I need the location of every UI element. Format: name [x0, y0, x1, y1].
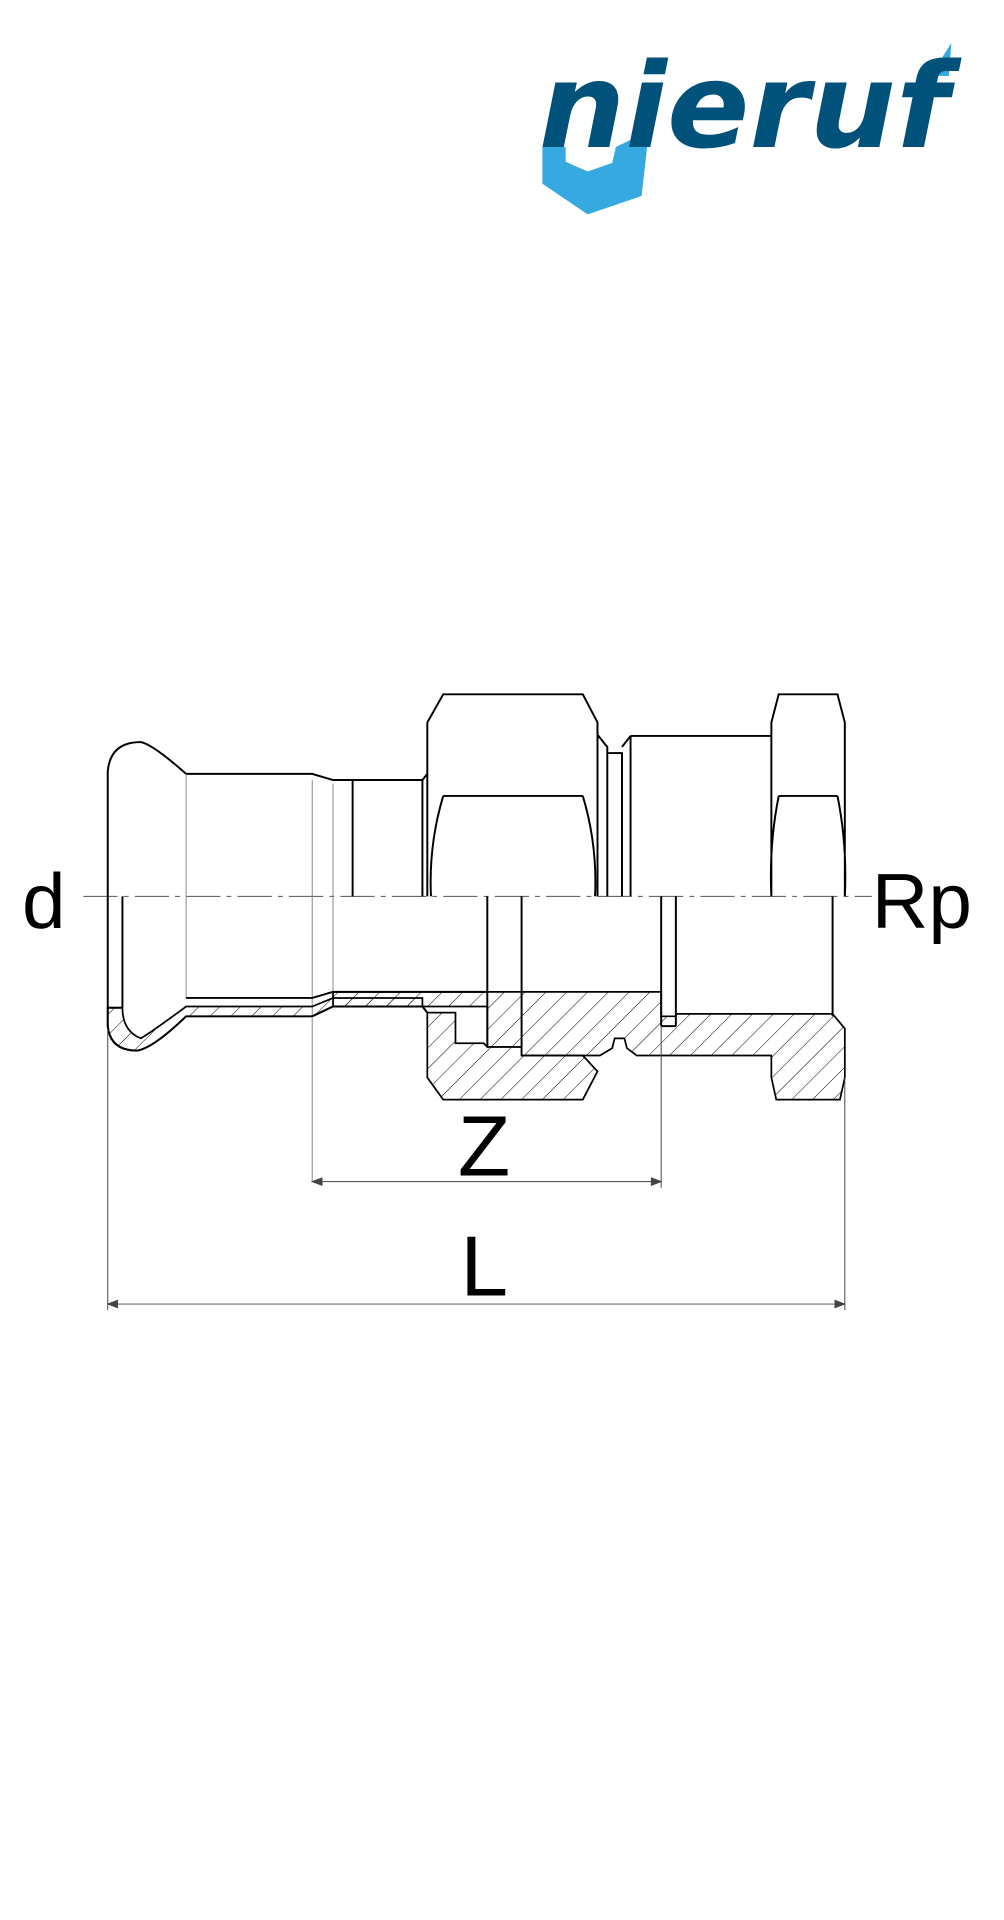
- label-d: d: [22, 857, 66, 945]
- logo-text: nieruf: [539, 38, 962, 175]
- label-z: Z: [458, 1098, 510, 1194]
- fitting-outline: [106, 693, 847, 1182]
- logo-chevron: [542, 131, 649, 215]
- dimensions: [106, 1026, 847, 1311]
- label-l: L: [460, 1218, 508, 1314]
- label-rp: Rp: [872, 857, 972, 945]
- nieruf-logo: nieruf: [539, 38, 962, 215]
- section-hatching: [106, 990, 846, 1101]
